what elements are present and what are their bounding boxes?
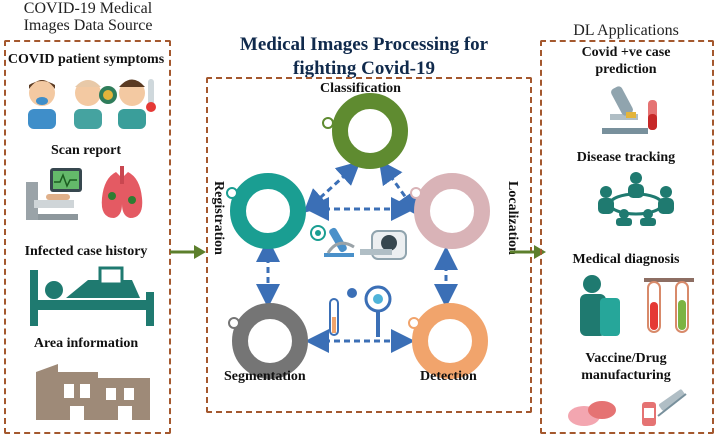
right-item-label-prediction-line2: prediction (595, 62, 657, 77)
right-item-label-diagnosis: Medical diagnosis (572, 252, 680, 267)
label-registration: Registration (211, 181, 226, 255)
ring-segmentation (228, 303, 308, 379)
right-item-label-vaccine: Vaccine/Drug manufacturing (542, 350, 710, 384)
center-panel (206, 77, 532, 413)
right-item-label-prediction: Covid +ve case prediction (542, 44, 710, 78)
left-header-line2: Images Data Source (23, 17, 153, 34)
left-panel-header: COVID-19 Medical Images Data Source (0, 0, 176, 34)
flow-arrow-left (170, 245, 206, 259)
ct-scanner-icon (360, 230, 407, 260)
center-title-line2: fighting Covid-19 (293, 58, 435, 79)
right-item-label-tracking: Disease tracking (576, 150, 676, 165)
ring-classification (322, 93, 408, 169)
left-header-line1: COVID-19 Medical (23, 0, 153, 17)
ring-registration (226, 173, 306, 249)
test-tube-magnifier-icon (329, 285, 392, 337)
buildings-icon (36, 364, 150, 420)
right-item-label-prediction-line1: Covid +ve case (581, 45, 671, 60)
right-item-label-vaccine-line1: Vaccine/Drug (585, 351, 667, 366)
center-title-line1: Medical Images Processing for (239, 34, 489, 55)
left-item-label-symptoms: COVID patient symptoms (7, 52, 165, 67)
label-detection: Detection (420, 369, 477, 384)
scan-report-icon (26, 166, 143, 220)
doctor-test-tubes-icon (580, 275, 694, 336)
team-meeting-icon (598, 172, 674, 226)
connector-classification-registration (303, 160, 361, 214)
connector-classification-localization (378, 159, 420, 217)
ring-detection (408, 303, 488, 379)
center-title: Medical Images Processing for fighting C… (206, 33, 522, 81)
processing-diagram (226, 93, 490, 379)
microscope-icon (602, 86, 657, 134)
microscope-virus-icon (310, 225, 355, 257)
pills-syringe-icon (568, 389, 687, 426)
left-item-label-area: Area information (33, 336, 139, 351)
left-panel (4, 40, 171, 434)
left-item-label-history: Infected case history (24, 244, 148, 259)
left-item-label-scan: Scan report (50, 143, 122, 158)
label-segmentation: Segmentation (224, 369, 306, 384)
label-classification: Classification (320, 81, 401, 96)
right-item-label-vaccine-line2: manufacturing (581, 368, 671, 383)
patient-symptoms-icon (28, 79, 156, 129)
right-panel (540, 40, 714, 434)
right-panel-header: DL Applications (573, 22, 679, 39)
hospital-bed-icon (30, 266, 154, 326)
ring-localization (410, 173, 490, 249)
